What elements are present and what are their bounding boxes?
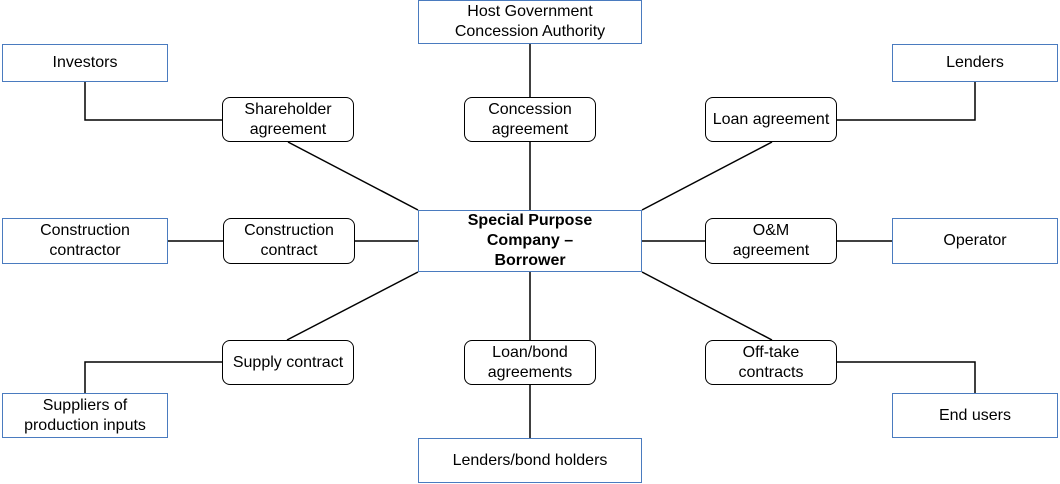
operator-box: Operator	[892, 218, 1058, 264]
supply-contract-box: Supply contract	[222, 340, 354, 385]
loan-bond-agreements-box: Loan/bond agreements	[464, 340, 596, 385]
concession-agreement-box: Concession agreement	[464, 97, 596, 142]
special-purpose-company-box: Special Purpose Company – Borrower	[418, 210, 642, 272]
lenders-box: Lenders	[892, 44, 1058, 82]
host-government-box: Host Government Concession Authority	[418, 0, 642, 44]
construction-contract-box: Construction contract	[223, 218, 355, 264]
investors-box: Investors	[2, 44, 168, 82]
loan-agreement-box: Loan agreement	[705, 97, 837, 142]
shareholder-agreement-box: Shareholder agreement	[222, 97, 354, 142]
om-agreement-box: O&M agreement	[705, 218, 837, 264]
suppliers-box: Suppliers of production inputs	[2, 393, 168, 438]
construction-contractor-box: Construction contractor	[2, 218, 168, 264]
end-users-box: End users	[892, 393, 1058, 438]
offtake-contracts-box: Off-take contracts	[705, 340, 837, 385]
bond-holders-box: Lenders/bond holders	[418, 438, 642, 483]
